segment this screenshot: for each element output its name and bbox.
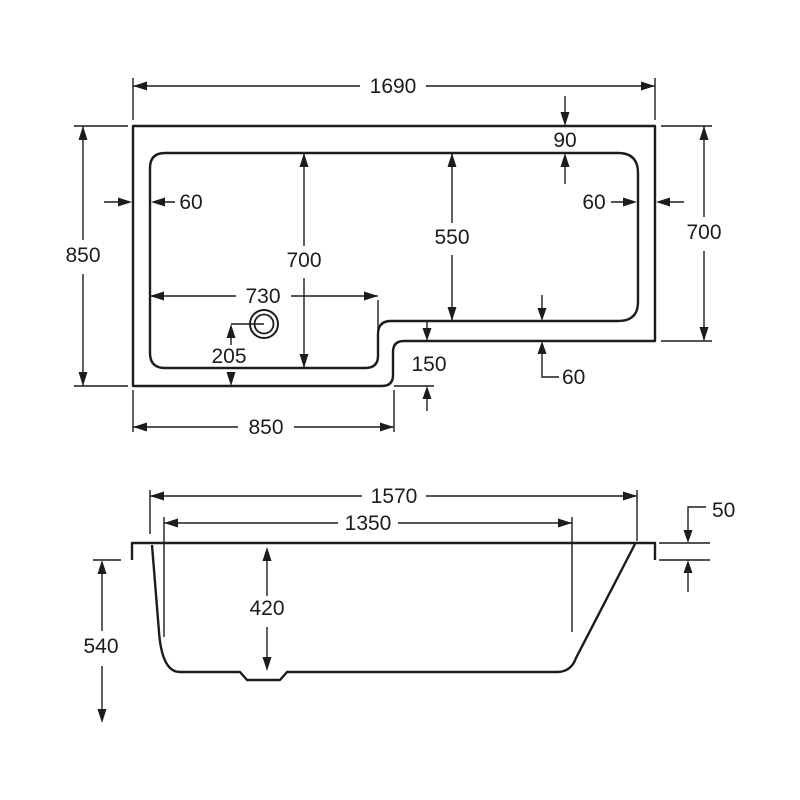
dim-label-rim-right: 60	[582, 191, 605, 214]
dim-label-rim-left: 60	[179, 191, 202, 214]
dim-label-inner-depth-right: 550	[434, 226, 469, 249]
side-tub-outline	[150, 543, 637, 682]
dim-label-inner-bottom-length: 1350	[345, 512, 392, 535]
dim-overall-length: 1690	[132, 75, 656, 120]
dim-label-overall-length: 1690	[370, 75, 417, 98]
dim-foot-length: 850	[132, 390, 395, 439]
dim-label-step-offset: 150	[411, 353, 446, 376]
dim-shell-length: 1570	[149, 485, 638, 541]
dim-rim-bottom-right: 60	[537, 295, 585, 389]
dim-label-overall-depth-right: 700	[686, 221, 721, 244]
plan-outer-outline	[131, 124, 657, 388]
dim-label-rim-top: 90	[553, 129, 576, 152]
dim-rim-right: 60	[582, 191, 684, 214]
dim-overall-height: 540	[83, 559, 121, 723]
dim-step-offset: 150	[394, 321, 447, 411]
dim-rim-top: 90	[553, 96, 577, 184]
dim-label-rim-bottom-right: 60	[562, 366, 585, 389]
dim-overall-depth-left: 850	[65, 125, 128, 387]
dim-label-drain-offset: 205	[211, 345, 246, 368]
dim-overall-depth-right: 700	[661, 125, 722, 342]
dim-rim-drop: 50	[659, 499, 735, 592]
dim-inner-bottom-length: 1350	[163, 512, 573, 637]
dim-inner-length-left: 730	[150, 285, 379, 331]
dim-inner-depth-side: 420	[249, 547, 285, 671]
dim-inner-depth-left: 700	[286, 153, 322, 368]
dim-label-rim-drop: 50	[712, 499, 735, 522]
dim-label-shell-length: 1570	[371, 485, 418, 508]
dim-rim-left: 60	[104, 191, 203, 214]
dim-label-inner-length-left: 730	[245, 285, 280, 308]
dim-label-overall-height: 540	[83, 635, 118, 658]
plan-inner-outline	[148, 151, 640, 370]
dim-inner-depth-right: 550	[434, 153, 470, 321]
side-rim-outline	[130, 541, 657, 560]
plan-view: 1690 90 60 60 850	[65, 75, 721, 439]
dim-label-overall-depth-left: 850	[65, 244, 100, 267]
dim-label-inner-depth-side: 420	[249, 597, 284, 620]
dim-drain-offset: 205	[211, 323, 264, 386]
dim-label-inner-depth-left: 700	[286, 249, 321, 272]
side-view: 1570 1350 50 540 420	[83, 485, 735, 723]
dim-label-foot-length: 850	[248, 416, 283, 439]
